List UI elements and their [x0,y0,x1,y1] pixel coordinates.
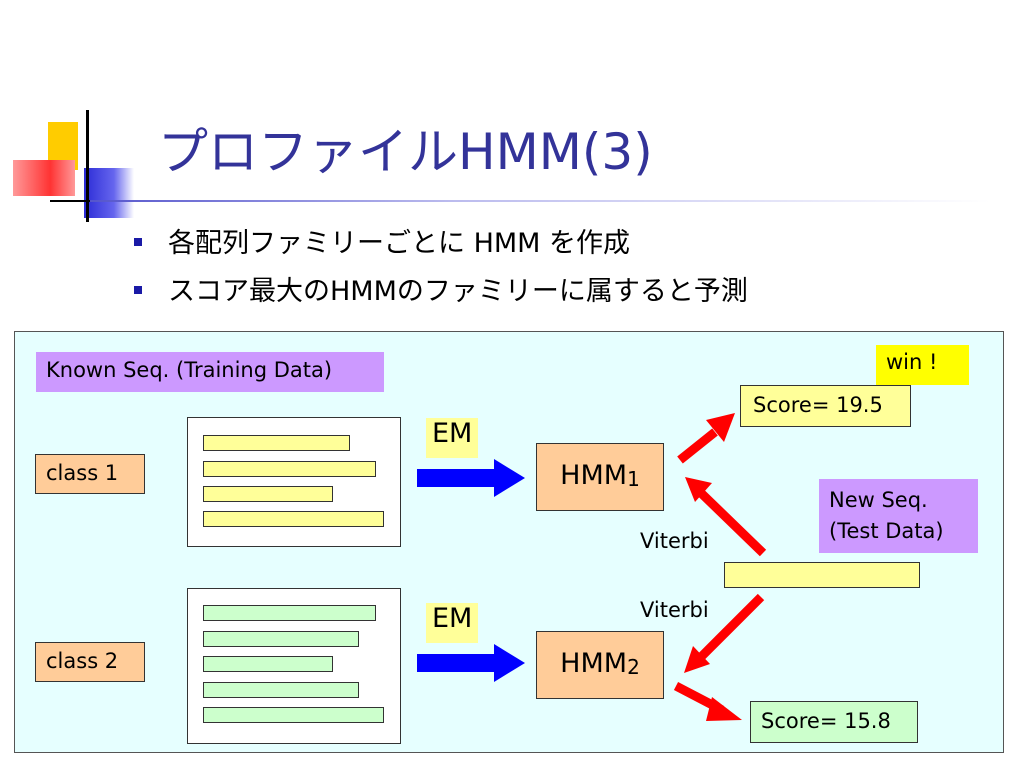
score-2-label: Score= 15.8 [750,701,918,743]
known-seq-label: Known Seq. (Training Data) [36,352,384,392]
logo-red-square [13,160,75,196]
em-arrow-2 [417,644,525,682]
em-arrow-1 [417,459,525,497]
class-2-sequence-bar [203,631,359,647]
win-arrow [677,413,735,464]
class-2-sequence-bar [203,605,376,621]
class-1-sequence-bar [203,486,333,502]
new-seq-line-1: New Seq. [829,488,928,512]
bullet-text-1: 各配列ファミリーごとに HMM を作成 [168,228,631,259]
class-2-sequence-bar [203,682,359,698]
hmm-1-subscript: 1 [627,467,640,491]
new-seq-label: New Seq. (Test Data) [819,479,978,553]
class-1-sequence-bar [203,461,376,477]
class-1-label: class 1 [35,454,145,494]
slide-title: プロファイルHMM(3) [158,123,653,181]
class-1-sequence-bar [203,435,350,451]
win-label: win ! [876,345,969,385]
score-2-arrow [673,682,742,721]
score-1-label: Score= 19.5 [740,385,911,427]
hmm-1-label: HMM [560,460,628,491]
bullet-marker-1 [134,238,142,246]
new-seq-line-2: (Test Data) [829,519,944,543]
class-1-sequence-bar [203,511,384,527]
test-sequence-bar [724,562,920,588]
hmm-2-label: HMM [560,648,628,679]
class-2-label: class 2 [35,642,145,682]
hmm-2-subscript: 2 [627,655,640,679]
class-2-sequence-bar [203,707,384,723]
logo-vertical-line [86,110,89,222]
class-2-sequence-bar [203,656,333,672]
viterbi-label-1: Viterbi [640,529,709,553]
logo-horizontal-line [50,200,110,202]
hmm-1-box: HMM1 [536,443,664,511]
em-label-1: EM [426,418,479,458]
viterbi-arrow-1 [685,477,767,557]
viterbi-arrow-2 [684,593,765,673]
em-label-2: EM [426,603,479,643]
title-underline [90,200,990,202]
bullet-marker-2 [134,286,142,294]
logo-blue-square [84,168,134,218]
hmm-2-box: HMM2 [536,631,664,699]
viterbi-label-2: Viterbi [640,598,709,622]
bullet-text-2: スコア最大のHMMのファミリーに属すると予測 [168,276,748,307]
